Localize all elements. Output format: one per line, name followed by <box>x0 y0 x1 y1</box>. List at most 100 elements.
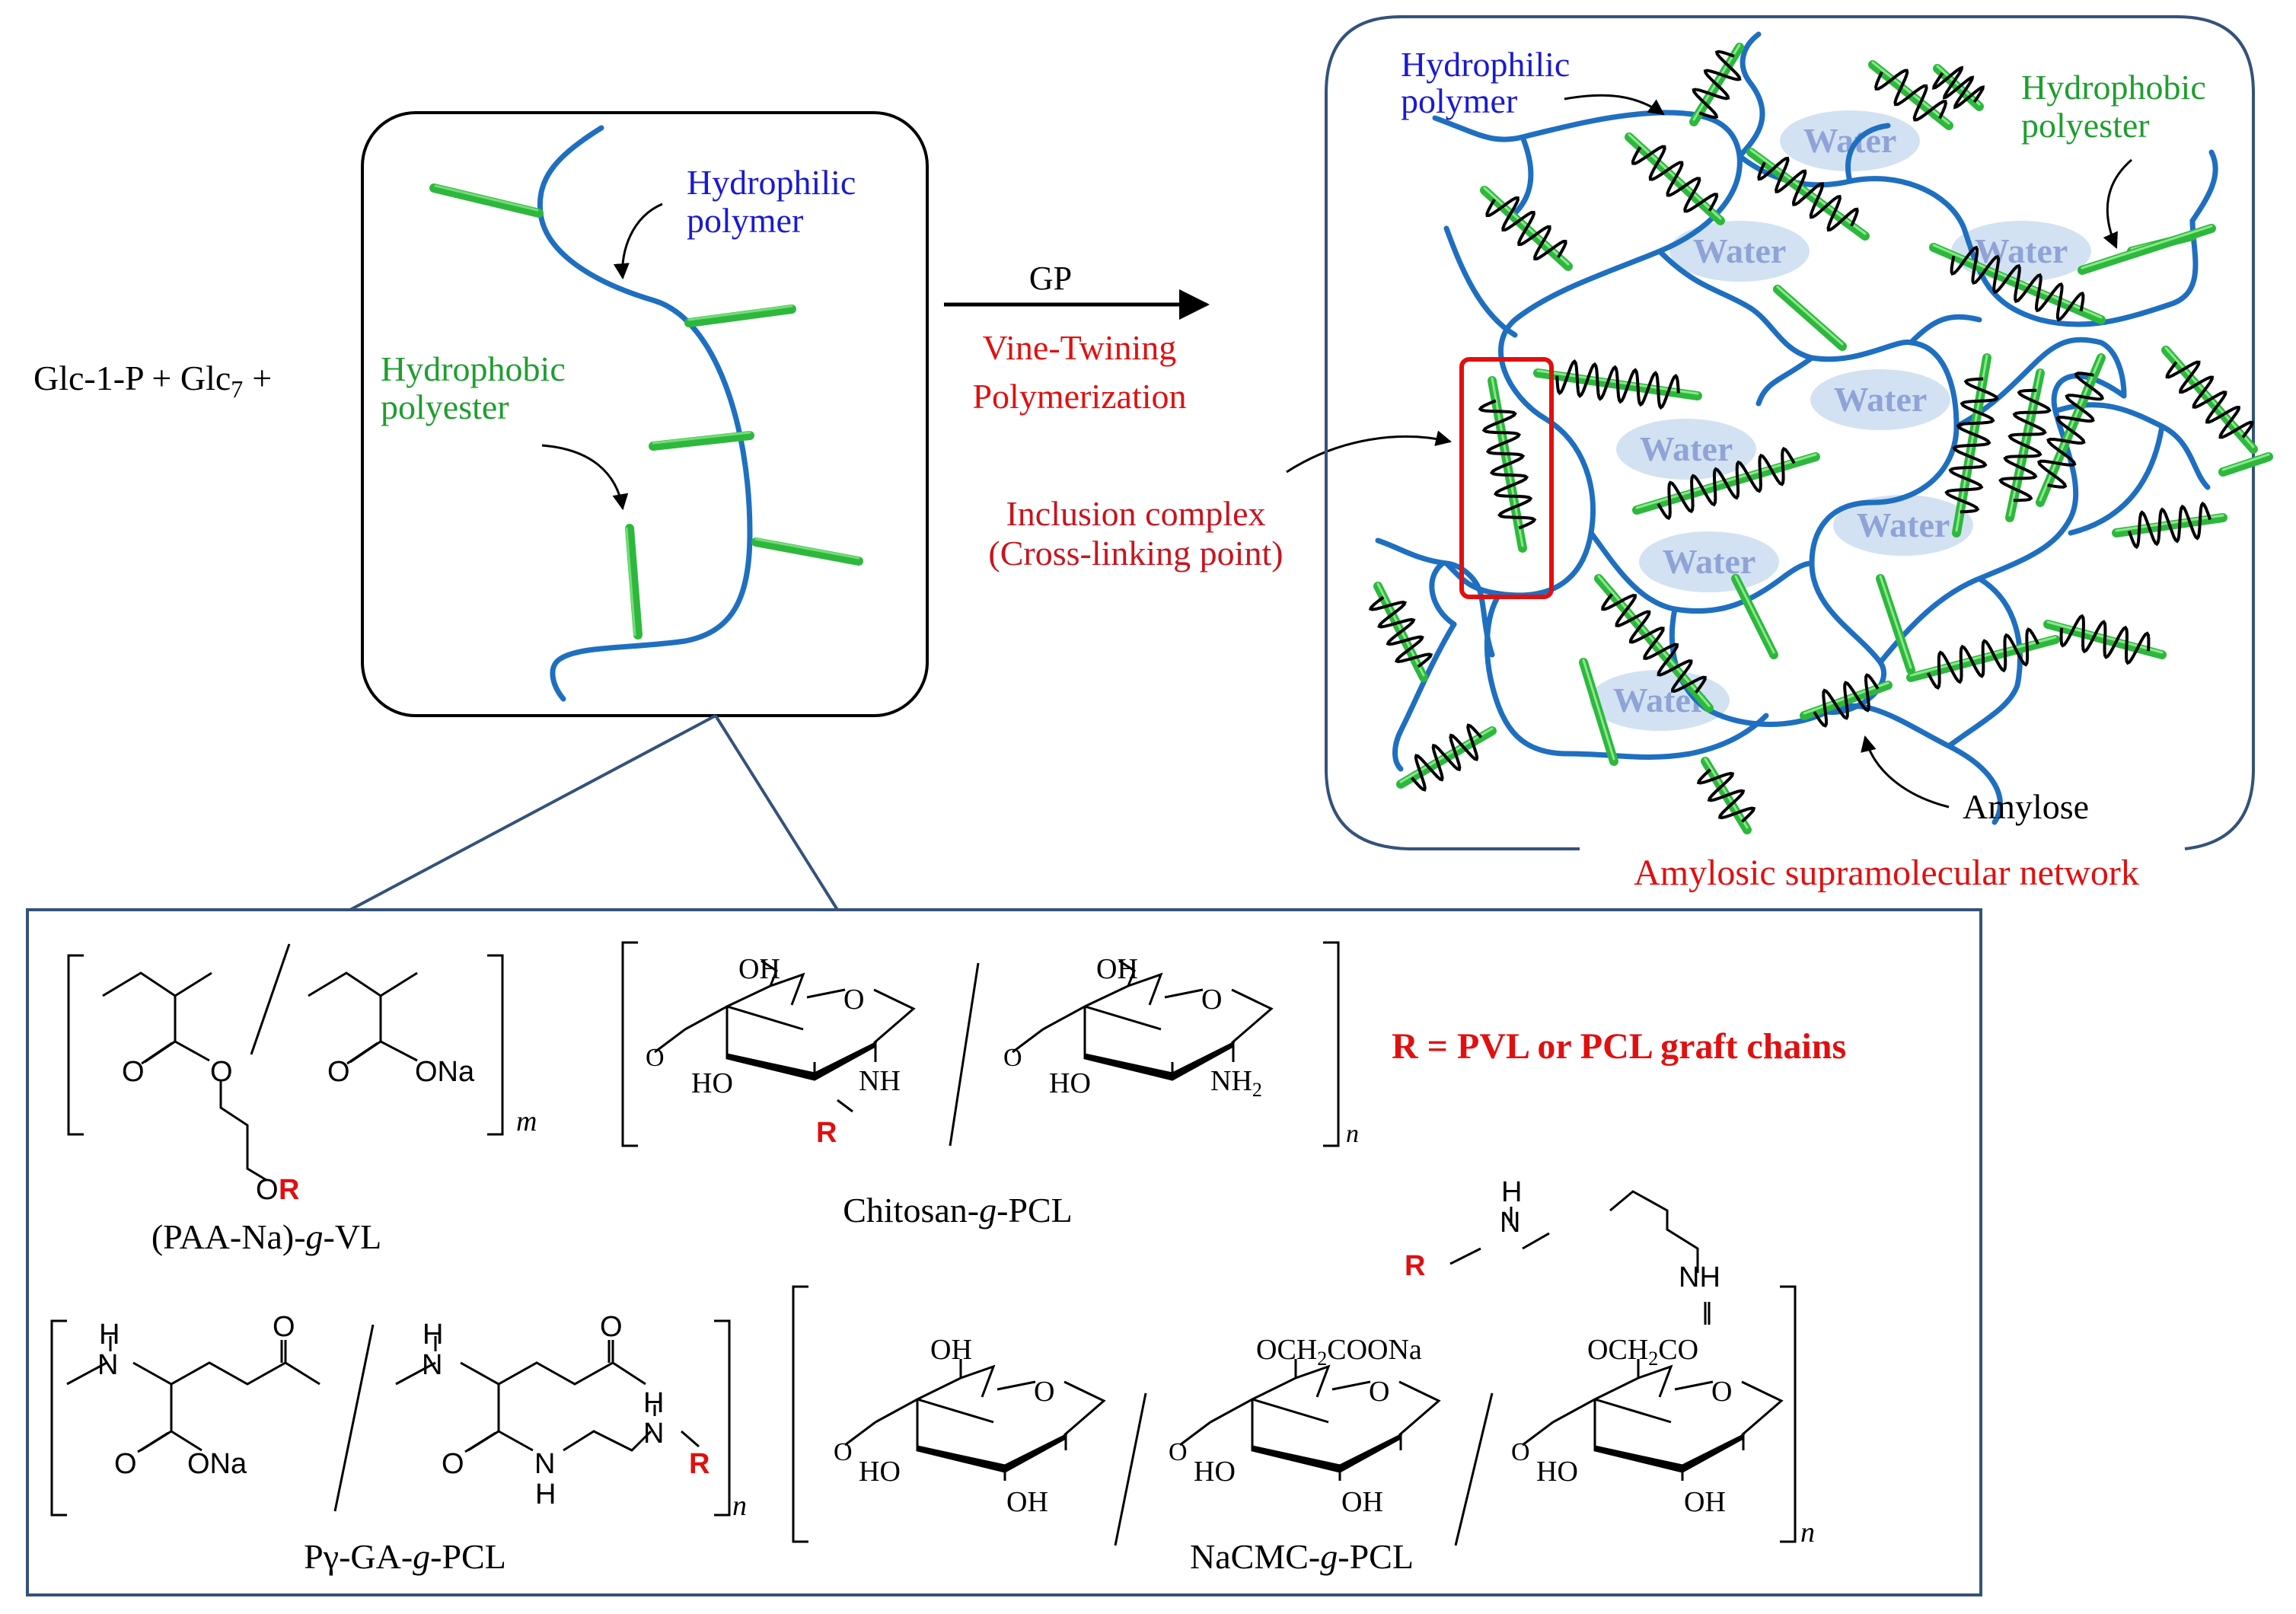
svg-text:H: H <box>1501 1176 1522 1208</box>
svg-text:O: O <box>122 1056 145 1088</box>
svg-text:H: H <box>99 1319 120 1351</box>
svg-text:HO: HO <box>1049 1067 1091 1099</box>
amylose-helix <box>1555 359 1680 410</box>
svg-text:O: O <box>1201 984 1222 1016</box>
amylose-helix <box>1998 388 2052 502</box>
svg-text:NH: NH <box>1679 1262 1720 1293</box>
inclusion-complex-highlight <box>1459 357 1554 599</box>
svg-text:O: O <box>646 1044 665 1072</box>
svg-text:O: O <box>1003 1044 1022 1072</box>
amylose-helix <box>1757 156 1859 232</box>
svg-text:OH: OH <box>1341 1486 1383 1518</box>
svg-text:NH2: NH2 <box>1210 1065 1262 1101</box>
reactants-label: Glc-1-P + Glc7+ <box>33 359 272 403</box>
box-hydrophilic-label: Hydrophilic <box>687 163 856 202</box>
svg-text:HO: HO <box>859 1456 901 1488</box>
amylose-helix <box>2059 614 2151 665</box>
svg-text:OCH2CO: OCH2CO <box>1587 1334 1698 1370</box>
svg-text:N: N <box>422 1349 442 1381</box>
water-label: Water <box>1640 429 1733 468</box>
network-hydrophilic-label: Hydrophilic <box>1401 45 1570 84</box>
water-label: Water <box>1693 231 1787 270</box>
water-region <box>1810 369 1950 430</box>
svg-text:OH: OH <box>738 953 780 985</box>
network-title: Amylosic supramolecular network <box>1634 853 2139 893</box>
amylose-helix <box>1657 446 1796 521</box>
svg-text:GP: GP <box>1029 260 1072 297</box>
svg-text:O: O <box>600 1311 623 1343</box>
svg-text:O: O <box>1169 1438 1188 1466</box>
nacmc-g-pcl-structure <box>792 1190 1797 1546</box>
svg-text:O: O <box>327 1056 350 1088</box>
amylose-helix <box>2036 372 2105 489</box>
paa-na-name: (PAA-Na)-g-VL <box>151 1217 381 1256</box>
svg-text:OCH2COONa: OCH2COONa <box>1256 1334 1422 1370</box>
chitosan-g-pcl-structure <box>621 941 1340 1147</box>
box-hydrophobic-label: Hydrophobic <box>381 349 566 388</box>
svg-text:N: N <box>97 1349 118 1381</box>
svg-text:O: O <box>1369 1376 1389 1408</box>
amylose-helix <box>1696 768 1756 823</box>
svg-text:O: O <box>1511 1438 1530 1466</box>
amylose-helix <box>1950 245 2085 322</box>
water-region <box>1639 531 1779 592</box>
svg-text:m: m <box>516 1105 537 1137</box>
hydrophobic-grafts <box>429 183 863 640</box>
amylose-inclusion-complexes <box>1368 43 2273 834</box>
amylose-helix <box>1478 399 1537 530</box>
svg-text:O: O <box>273 1311 295 1343</box>
svg-text:NH: NH <box>859 1065 901 1097</box>
svg-text:R: R <box>1405 1250 1425 1282</box>
water-region <box>1616 419 1756 480</box>
zoom-connectors <box>349 714 839 911</box>
amylose-helix <box>2127 501 2212 550</box>
graft-copolymer-box: Hydrophilic polymer Hydrophobic polyeste… <box>361 111 929 717</box>
amylose-helix <box>1631 145 1719 213</box>
network-hydrophobic-label-2: polyester <box>2021 106 2150 145</box>
water-region <box>1833 495 1973 556</box>
water-label: Water <box>1857 506 1950 544</box>
inclusion-complex-label: Inclusion complex <box>1006 494 1265 533</box>
reaction-arrow: GP Vine-Twining Polymerization <box>944 260 1210 416</box>
svg-text:R: R <box>279 1174 299 1206</box>
svg-text:O: O <box>114 1448 137 1480</box>
inclusion-complex-label-2: (Cross-linking point) <box>988 534 1283 573</box>
svg-text:N: N <box>534 1448 555 1480</box>
svg-text:H: H <box>643 1387 664 1419</box>
water-label: Water <box>1663 542 1756 581</box>
process-label-2: Polymerization <box>972 377 1186 416</box>
box-hydrophilic-label-2: polymer <box>687 201 803 240</box>
amylose-helix <box>2165 360 2254 439</box>
svg-text:N: N <box>1500 1207 1520 1239</box>
svg-text:n: n <box>732 1490 747 1522</box>
svg-text:O: O <box>834 1438 853 1466</box>
amylose-helix <box>1927 627 2039 691</box>
svg-text:O: O <box>843 984 864 1016</box>
r-definition: R = PVL or PCL graft chains <box>1392 1026 1846 1067</box>
amylose-helix <box>1874 69 1947 122</box>
amylose-helix <box>1944 377 1999 514</box>
amylose-label: Amylose <box>1963 787 2089 826</box>
svg-text:HO: HO <box>1194 1456 1236 1488</box>
hydrophilic-network <box>1375 31 2218 825</box>
amylose-helix <box>1410 723 1483 792</box>
svg-text:O: O <box>256 1174 279 1206</box>
network-hydrophilic-label-2: polymer <box>1401 81 1517 120</box>
svg-text:H: H <box>423 1319 443 1351</box>
svg-text:ONa: ONa <box>187 1448 247 1480</box>
svg-text:HO: HO <box>1536 1456 1578 1488</box>
svg-text:R: R <box>689 1448 710 1480</box>
chitosan-name: Chitosan-g-PCL <box>843 1191 1073 1230</box>
water-label: Water <box>1834 380 1928 419</box>
pgga-g-pcl-structure <box>50 1319 731 1517</box>
polyester-graft-rod <box>1773 285 1847 351</box>
amylose-helix <box>1601 593 1707 694</box>
pgga-name: Pγ-GA-g-PCL <box>304 1537 506 1576</box>
network-hydrophobic-label: Hydrophobic <box>2021 68 2206 107</box>
nacmc-name: NaCMC-g-PCL <box>1190 1537 1414 1576</box>
amylose-helix <box>1932 65 1985 110</box>
svg-text:n: n <box>1346 1120 1359 1148</box>
svg-text:H: H <box>535 1478 556 1510</box>
svg-text:OH: OH <box>930 1334 972 1366</box>
